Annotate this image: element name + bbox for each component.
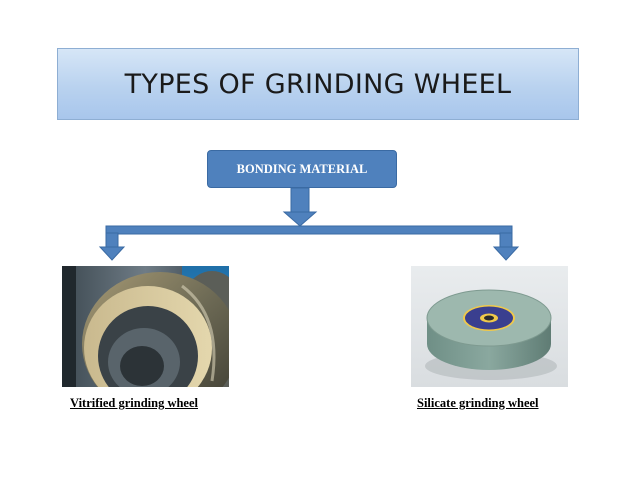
horizontal-connector-bar: [105, 225, 513, 235]
vitrified-caption: Vitrified grinding wheel: [70, 396, 199, 410]
slide-title: TYPES OF GRINDING WHEEL: [124, 68, 512, 100]
silicate-grinding-wheel-photo: [411, 266, 568, 387]
left-branch-arrow: [98, 232, 126, 261]
right-branch-arrow: [492, 232, 520, 261]
vitrified-grinding-wheel-photo: [62, 266, 229, 387]
root-down-arrow: [282, 187, 318, 227]
bonding-material-label: BONDING MATERIAL: [236, 161, 368, 176]
title-banner: TYPES OF GRINDING WHEEL: [57, 48, 579, 120]
silicate-caption: Silicate grinding wheel: [417, 396, 539, 410]
